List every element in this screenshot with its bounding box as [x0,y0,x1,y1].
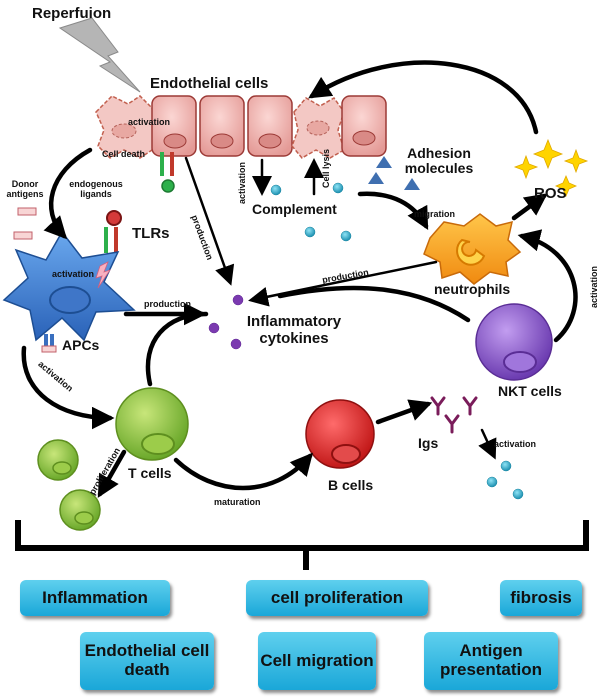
activation-nkt-label: activation [589,265,599,308]
arrow-nkt-to-neutrophils [517,229,578,343]
b-cells-label: B cells [328,477,374,493]
adhesion-molecule-icon [376,156,392,168]
nkt-cells-label: NKT cells [498,383,562,399]
arrow-igs-to-complement [478,428,497,460]
t-cells-label: T cells [128,465,172,481]
tlr-receptor-red [114,227,118,253]
receptor-green [160,152,164,176]
tlr-ligand-icon [106,210,122,226]
apcs-label: APCs [62,337,100,353]
activation-cell-label: activation [128,117,171,127]
endothelial-cells-label: Endothelial cells [150,75,269,92]
tlrs-label: TLRs [132,225,170,242]
cell-lysis-label: Cell lysis [321,148,331,188]
neutrophil-nucleus [456,238,486,266]
cytokine-particle [230,338,242,350]
arrow-tcell-proliferation [97,449,127,498]
complement-label: Complement [252,201,337,217]
neutrophils-label: neutrophils [434,281,511,297]
cell-death-label: Cell death [102,149,146,159]
migration-label: migration [414,209,456,219]
arrow-apc-to-tcell [21,345,115,430]
arrow-endothelium-to-cytokines [184,156,235,286]
arrow-migration [357,191,429,230]
complement-particle [500,460,512,472]
adhesion-molecule-icon [368,172,384,184]
outcome-fibrosis: fibrosis [500,580,582,616]
complement-particle [512,488,524,500]
complement-particles [270,182,524,500]
cell-nucleus [163,133,187,149]
lightning-small-icon [95,261,111,289]
receptor-red [170,152,174,176]
donor-antigens-label: Donor antigens [6,179,44,199]
mhc-antigen [41,345,57,353]
cytokines [208,294,244,350]
arrow-nkt-to-cytokines [277,285,471,323]
tlr-receptor-green [104,227,108,253]
neutrophil-cell [423,213,522,285]
endogenous-ligand-icon [161,179,175,193]
reperfusion-label: Reperfuion [32,5,112,22]
arrow-ros-to-endothelium [308,60,539,135]
complement-particle [340,230,352,242]
arrow-bcell-to-igs [375,399,433,425]
mhc-receptor [44,334,48,346]
cell-nucleus [111,123,137,139]
ros-icon [513,138,589,198]
adhesion-molecules-label: Adhesion molecules [404,145,474,177]
complement-particle [304,226,316,238]
cell-nucleus [258,133,282,149]
activation-apc-label: activation [52,269,95,279]
arrow-tcell-to-cytokines [145,311,209,387]
endogenous-ligands-label: endogenous ligands [69,179,123,199]
outcome-antigen-presentation: Antigen presentation [424,632,558,690]
complement-particle [270,184,282,196]
t-cell-nucleus [74,511,94,525]
arrow-neutrophil-to-cytokines [248,260,438,307]
outcome-cell-proliferation: cell proliferation [246,580,428,616]
cytokine-particle [208,322,220,334]
nkt-nucleus [503,351,537,373]
maturation-label: maturation [214,497,261,507]
endothelial-cell [341,95,387,157]
arrow-tcell-to-bcell [173,452,313,491]
activation-igs-label: activation [494,439,537,449]
activation-complement-label: activation [237,161,247,204]
cell-nucleus [210,133,234,149]
ros-label: ROS [534,185,567,202]
b-cell-nucleus [331,444,361,464]
igs-icon [430,396,478,434]
outcome-inflammation: Inflammation [20,580,170,616]
outcome-endothelial-cell-death: Endothelial cell death [80,632,214,690]
inflammatory-cytokines-label: Inflammatory cytokines [246,313,342,347]
donor-antigen-icon [17,207,37,216]
apc-nucleus [49,286,91,314]
arrow-neutrophil-to-ros [511,193,548,221]
complement-particle [486,476,498,488]
adhesion-molecule-icon [404,178,420,190]
cell-nucleus [306,120,330,136]
endothelial-cells [95,95,387,159]
cytokine-particle [232,294,244,306]
mhc-receptor [50,334,54,346]
complement-particle [332,182,344,194]
apc-cell [2,230,136,342]
lightning-icon [58,17,141,93]
outcome-cell-migration: Cell migration [258,632,376,690]
t-cell-nucleus [52,461,72,475]
t-cell-nucleus [141,433,175,455]
arrow-celldeath-to-apc [43,147,93,240]
donor-antigen-icon [13,231,33,240]
igs-label: Igs [418,435,439,451]
outcome-bracket [15,520,589,570]
cell-nucleus [352,130,376,146]
production-apc-label: production [144,299,191,309]
